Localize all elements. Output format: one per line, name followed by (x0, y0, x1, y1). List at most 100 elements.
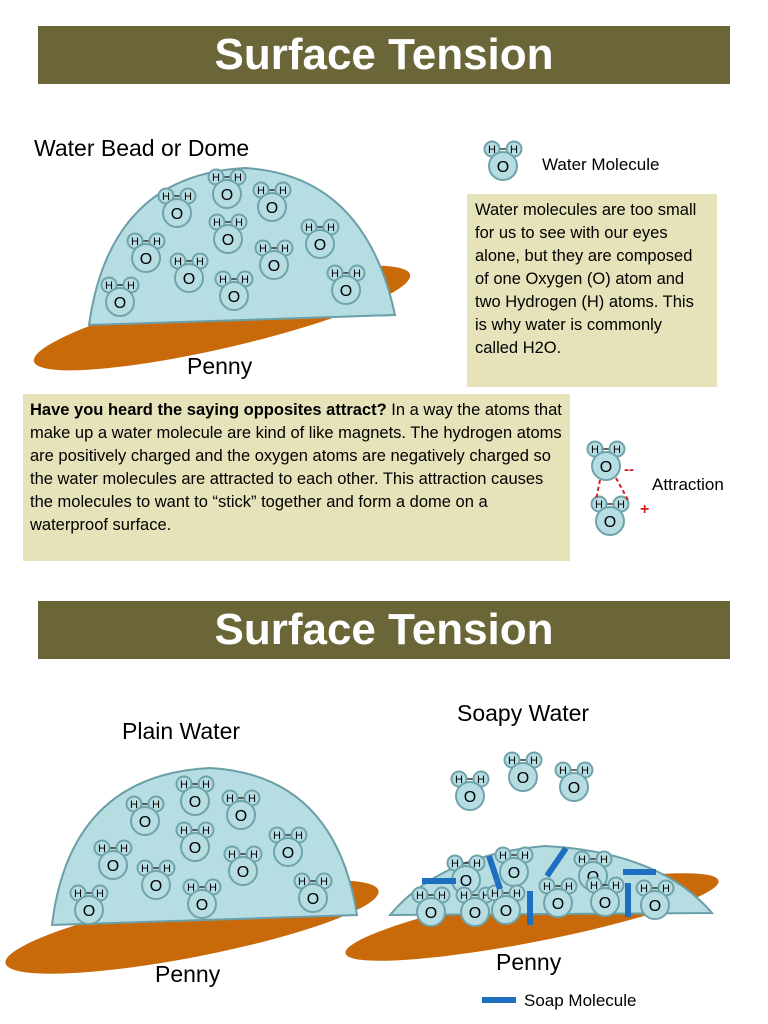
soap-molecule (544, 846, 569, 878)
hydrogen-atom-label: H (578, 854, 586, 866)
hydrogen-atom-label: H (499, 850, 507, 862)
hydrogen-atom-label: H (96, 888, 104, 900)
water-molecule: H HO (300, 218, 340, 259)
hydrogen-atom-label: H (74, 888, 82, 900)
hydrogen-atom-label: H (640, 883, 648, 895)
info-box: Water molecules are too small for us to … (467, 194, 717, 387)
hydrogen-atom-label: H (305, 222, 313, 234)
attraction-text-box: Have you heard the saying opposites attr… (23, 394, 570, 561)
hydrogen-atom-label: H (196, 256, 204, 268)
hydrogen-atom-label: H (141, 863, 149, 875)
hydrogen-atom-label: H (250, 849, 258, 861)
hydrogen-atom-label: H (174, 256, 182, 268)
hydrogen-atom-label: H (438, 890, 446, 902)
oxygen-atom-label: O (107, 858, 119, 875)
hydrogen-atom-label: H (482, 890, 490, 902)
oxygen-atom-label: O (171, 206, 183, 223)
oxygen-atom-label: O (189, 840, 201, 857)
oxygen-atom-label: O (460, 873, 472, 890)
soap-molecule (486, 855, 503, 890)
soapy-water-label: Soapy Water (457, 700, 590, 726)
hydrogen-atom-label: H (219, 274, 227, 286)
water-molecule: H HO (455, 886, 495, 927)
water-molecule: H HO (483, 140, 523, 181)
hydrogen-atom-label: H (510, 144, 518, 156)
oxygen-atom-label: O (552, 896, 564, 913)
oxygen-atom-label: O (183, 271, 195, 288)
hydrogen-atom-label: H (226, 793, 234, 805)
oxygen-atom-label: O (140, 251, 152, 268)
oxygen-atom-label: O (517, 770, 529, 787)
attraction-line (595, 479, 601, 501)
hydrogen-atom-label: H (163, 863, 171, 875)
water-molecule-label: Water Molecule (542, 155, 660, 174)
oxygen-atom-label: O (649, 898, 661, 915)
oxygen-atom-label: O (600, 459, 612, 476)
oxygen-atom-label: O (235, 808, 247, 825)
water-molecule: H HO (157, 187, 197, 228)
penny-label-top: Penny (187, 353, 253, 379)
hydrogen-atom-label: H (600, 854, 608, 866)
oxygen-atom-label: O (307, 891, 319, 908)
hydrogen-atom-label: H (460, 890, 468, 902)
hydrogen-atom-label: H (581, 765, 589, 777)
hydrogen-atom-label: H (184, 191, 192, 203)
hydrogen-atom-label: H (295, 830, 303, 842)
hydrogen-atom-label: H (298, 876, 306, 888)
title-banner-bottom: Surface Tension (38, 601, 730, 659)
soap-molecules (422, 846, 656, 925)
hydrogen-atom-label: H (543, 881, 551, 893)
oxygen-atom-label: O (500, 903, 512, 920)
oxygen-atom-label: O (469, 905, 481, 922)
hydrogen-atom-label: H (235, 217, 243, 229)
hydrogen-atom-label: H (257, 185, 265, 197)
hydrogen-atom-label: H (162, 191, 170, 203)
oxygen-atom-label: O (83, 903, 95, 920)
hydrogen-atom-label: H (153, 236, 161, 248)
hydrogen-atom-label: H (530, 755, 538, 767)
hydrogen-atom-label: H (213, 217, 221, 229)
oxygen-atom-label: O (464, 789, 476, 806)
oxygen-atom-label: O (150, 878, 162, 895)
hydrogen-atom-label: H (559, 765, 567, 777)
hydrogen-atom-label: H (281, 243, 289, 255)
oxygen-atom-label: O (314, 237, 326, 254)
oxygen-atom-label: O (497, 159, 509, 176)
hydrogen-atom-label: H (595, 499, 603, 511)
hydrogen-atom-label: H (327, 222, 335, 234)
water-molecule: H HO (69, 884, 109, 925)
oxygen-atom-label: O (266, 200, 278, 217)
hydrogen-atom-label: H (105, 280, 113, 292)
hydrogen-atom-label: H (488, 144, 496, 156)
hydrogen-atom-label: H (209, 882, 217, 894)
hydrogen-atom-label: H (241, 274, 249, 286)
hydrogen-atom-label: H (662, 883, 670, 895)
hydrogen-atom-label: H (130, 799, 138, 811)
hydrogen-atom-label: H (612, 880, 620, 892)
hydrogen-atom-label: H (212, 172, 220, 184)
water-molecule: H HO (136, 859, 176, 900)
hydrogen-atom-label: H (202, 825, 210, 837)
hydrogen-atom-label: H (565, 881, 573, 893)
oxygen-atom-label: O (114, 295, 126, 312)
oxygen-atom-label: O (508, 865, 520, 882)
